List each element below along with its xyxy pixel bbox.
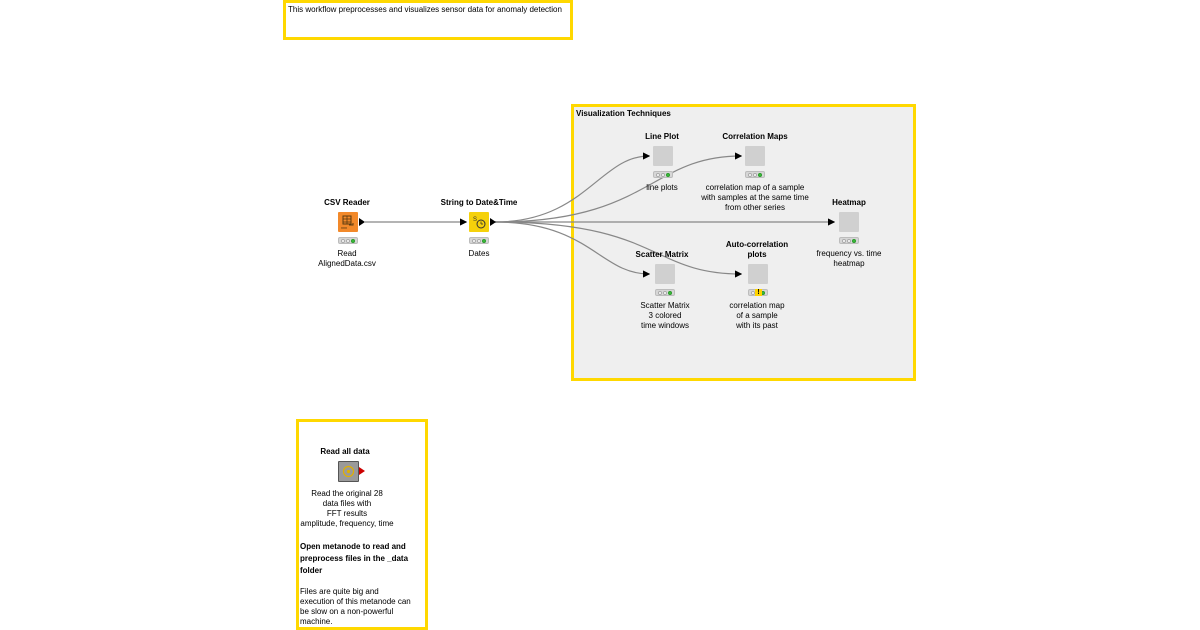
annotation-metanode-bold-text: Open metanode to read and preprocess fil… [300, 542, 409, 575]
output-port-dates[interactable] [490, 218, 496, 226]
connection-dates-to-correlation[interactable] [494, 152, 743, 223]
node-title-heatmap: Heatmap [832, 198, 866, 207]
warning-icon: ! [755, 289, 762, 296]
annotation-metanode-note: Files are quite big and execution of thi… [300, 587, 411, 626]
node-status-line-plot [653, 171, 673, 178]
date-time-icon: S [473, 217, 486, 229]
node-title-string-to-datetime: String to Date&Time [440, 198, 518, 207]
node-status-csv-reader [338, 237, 358, 244]
node-status-string-to-datetime [469, 237, 489, 244]
node-correlation-maps[interactable] [745, 146, 765, 166]
node-label-line-plot: line plots [646, 183, 678, 192]
node-label-autocorrelation: correlation map of a sample with its pas… [729, 301, 785, 330]
node-label-heatmap: frequency vs. time heatmap [816, 249, 882, 268]
node-status-correlation-maps [745, 171, 765, 178]
node-title-csv-reader: CSV Reader [324, 198, 370, 207]
node-label-read-all-data: Read the original 28 data files with FFT… [300, 489, 394, 528]
connection-dates-to-scatter[interactable] [494, 221, 651, 278]
node-csv-reader[interactable] [338, 212, 358, 232]
node-title-line-plot: Line Plot [645, 132, 679, 141]
node-string-to-datetime[interactable]: S [469, 212, 489, 232]
node-heatmap[interactable] [839, 212, 859, 232]
node-line-plot[interactable] [653, 146, 673, 166]
table-reader-icon [341, 215, 354, 229]
node-scatter-matrix[interactable] [655, 264, 675, 284]
node-label-csv-reader: Read AlignedData.csv [318, 249, 376, 268]
node-title-correlation-maps: Correlation Maps [722, 132, 788, 141]
annotation-metanode[interactable]: Open metanode to read and preprocess fil… [296, 419, 428, 630]
node-status-scatter-matrix [655, 289, 675, 296]
node-title-read-all-data: Read all data [320, 447, 370, 456]
node-title-autocorrelation: Auto-correlation plots [725, 240, 789, 259]
node-title-scatter-matrix: Scatter Matrix [635, 250, 689, 259]
connection-dates-to-lineplot[interactable] [494, 152, 651, 223]
output-port-csv[interactable] [359, 218, 365, 226]
node-status-heatmap [839, 237, 859, 244]
node-label-scatter-matrix: Scatter Matrix 3 colored time windows [640, 301, 690, 330]
svg-text:S: S [473, 217, 477, 223]
node-label-correlation-maps: correlation map of a sample with samples… [701, 183, 809, 212]
node-label-string-to-datetime: Dates [468, 249, 490, 258]
node-autocorrelation[interactable] [748, 264, 768, 284]
annotation-visualization-title: Visualization Techniques [576, 109, 671, 118]
connection-dates-to-autocorr[interactable] [494, 221, 743, 278]
node-status-autocorrelation: ! [748, 289, 768, 296]
metanode-icon [342, 465, 355, 478]
annotation-top-text: This workflow preprocesses and visualize… [288, 5, 562, 14]
annotation-top[interactable]: This workflow preprocesses and visualize… [283, 0, 573, 40]
node-read-all-data[interactable] [338, 461, 359, 482]
output-port-metanode[interactable] [359, 467, 365, 475]
